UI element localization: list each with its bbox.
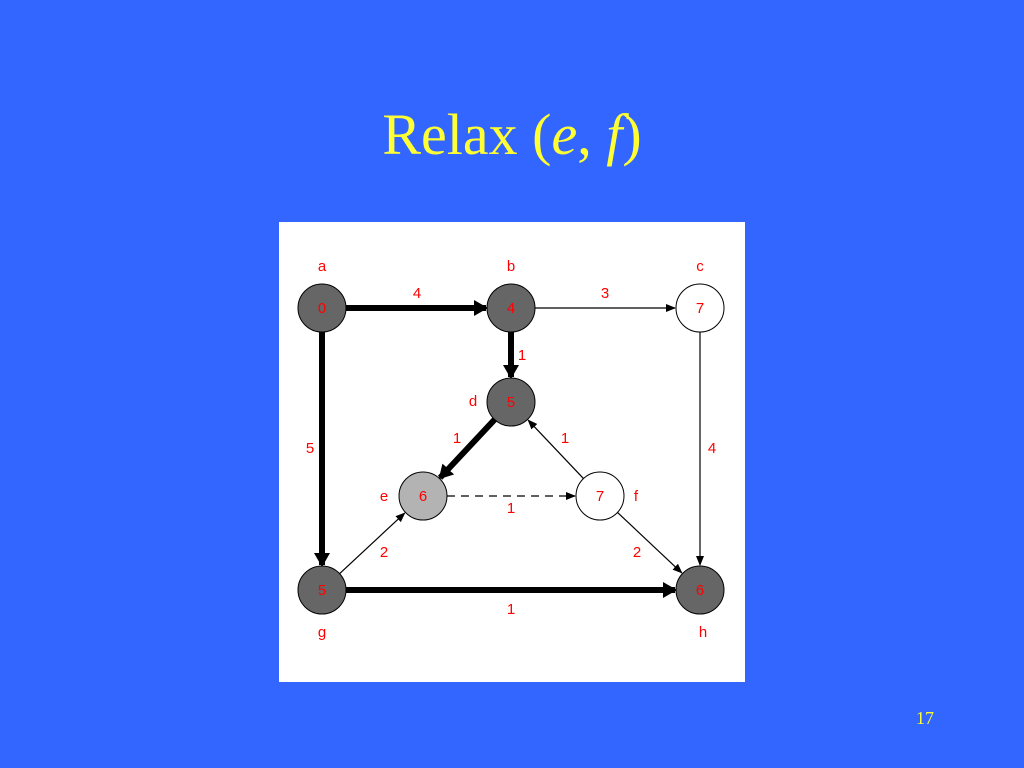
- vertex-name-h: h: [699, 624, 707, 641]
- vertex-c: [675, 283, 725, 333]
- vertex-value-a: 0: [318, 300, 326, 317]
- slide-title: Relax (e, f): [0, 100, 1024, 170]
- node-layer: 0 a 4 b 7 c 5 d 6 e 7 f 5 g 6 h: [297, 258, 725, 641]
- vertex-name-c: c: [696, 258, 704, 275]
- title-prefix: Relax (: [382, 102, 552, 167]
- vertex-name-e: e: [380, 488, 388, 505]
- edge-weight-g-e: 2: [380, 544, 388, 561]
- edge-g-e: [339, 512, 406, 575]
- edge-f-h: [617, 512, 683, 574]
- edge-d-e: [437, 417, 497, 480]
- vertex-value-d: 5: [507, 394, 515, 411]
- edge-layer: 4 3 1 5 1 1 4 1 2 2 1: [306, 285, 716, 618]
- vertex-value-b: 4: [507, 300, 515, 317]
- edge-weight-b-d: 1: [518, 347, 526, 364]
- vertex-value-c: 7: [696, 300, 704, 317]
- edge-weight-f-d: 1: [561, 430, 569, 447]
- vertex-value-f: 7: [596, 488, 604, 505]
- edge-weight-b-c: 3: [601, 285, 609, 302]
- title-var-e: e: [551, 102, 578, 167]
- vertex-value-e: 6: [419, 488, 427, 505]
- graph-panel: 4 3 1 5 1 1 4 1 2 2 1 0 a 4 b 7 c 5 d 6 e 7 f 5 g 6 h: [279, 222, 745, 682]
- vertex-a: [297, 283, 347, 333]
- edge-weight-e-f: 1: [507, 500, 515, 517]
- vertex-f: [575, 471, 625, 521]
- vertex-name-b: b: [507, 258, 515, 275]
- title-suffix: ): [622, 102, 642, 167]
- edge-weight-c-h: 4: [708, 440, 716, 457]
- vertex-e: [398, 471, 448, 521]
- edge-weight-d-e: 1: [453, 430, 461, 447]
- title-var-f: f: [606, 102, 623, 167]
- graph-diagram: 4 3 1 5 1 1 4 1 2 2 1 0 a 4 b 7 c 5 d 6 e 7 f 5 g 6 h: [297, 258, 725, 641]
- vertex-d: [486, 377, 536, 427]
- vertex-h: [675, 565, 725, 615]
- edge-f-d: [527, 419, 584, 479]
- edge-weight-a-b: 4: [413, 285, 421, 302]
- vertex-value-h: 6: [696, 582, 704, 599]
- vertex-name-g: g: [318, 624, 326, 641]
- edge-weight-f-h: 2: [633, 544, 641, 561]
- vertex-name-d: d: [469, 393, 477, 410]
- edge-weight-a-g: 5: [306, 440, 314, 457]
- vertex-name-f: f: [634, 488, 639, 505]
- vertex-g: [297, 565, 347, 615]
- page-number: 17: [916, 708, 934, 728]
- title-separator: ,: [577, 102, 607, 167]
- vertex-name-a: a: [318, 258, 327, 275]
- edge-weight-g-h: 1: [507, 601, 515, 618]
- vertex-b: [486, 283, 536, 333]
- vertex-value-g: 5: [318, 582, 326, 599]
